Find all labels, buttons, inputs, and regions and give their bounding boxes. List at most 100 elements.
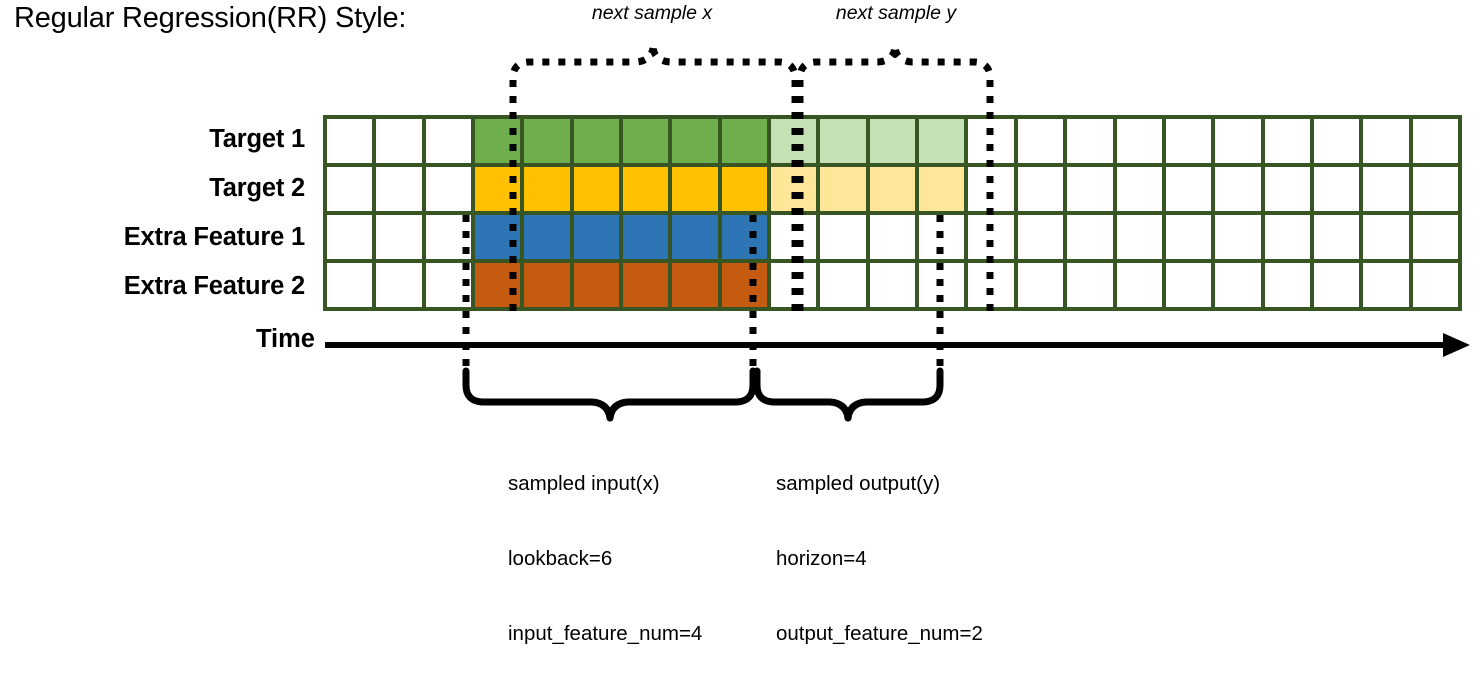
grid-cell-empty[interactable] (1412, 119, 1458, 163)
grid-cell-empty[interactable] (1313, 167, 1360, 211)
grid-cell-empty[interactable] (1116, 167, 1162, 211)
grid-cell-output[interactable] (771, 167, 817, 211)
grid-cell-empty[interactable] (327, 215, 373, 259)
grid-cell-empty[interactable] (869, 215, 916, 259)
grid-cell-empty[interactable] (1215, 263, 1261, 307)
grid-cell-input[interactable] (623, 119, 669, 163)
grid-cell-empty[interactable] (869, 263, 916, 307)
grid-cell-empty[interactable] (1116, 119, 1162, 163)
grid-cell-empty[interactable] (1067, 167, 1113, 211)
row-label-target-1: Target 1 (209, 125, 305, 153)
grid-cell-input[interactable] (672, 167, 718, 211)
grid-cell-input[interactable] (524, 167, 570, 211)
grid-cell-output[interactable] (869, 119, 916, 163)
grid-cell-input[interactable] (721, 167, 768, 211)
grid-cell-input[interactable] (524, 263, 570, 307)
grid-cell-empty[interactable] (1363, 167, 1409, 211)
grid-cell-input[interactable] (524, 119, 570, 163)
grid-cell-empty[interactable] (771, 215, 817, 259)
grid-cell-input[interactable] (672, 215, 718, 259)
grid-cell-empty[interactable] (425, 215, 472, 259)
grid-cell-empty[interactable] (425, 167, 472, 211)
grid-cell-empty[interactable] (1165, 215, 1212, 259)
grid-cell-empty[interactable] (1165, 119, 1212, 163)
grid-cell-input[interactable] (623, 215, 669, 259)
row-label-target-2: Target 2 (209, 174, 305, 202)
grid-cell-input[interactable] (672, 119, 718, 163)
grid-cell-empty[interactable] (1412, 167, 1458, 211)
grid-row (327, 119, 1458, 163)
diagram-canvas: Regular Regression(RR) Style: next sampl… (14, 2, 1470, 645)
grid-cell-empty[interactable] (425, 263, 472, 307)
grid-row (327, 167, 1458, 211)
grid-cell-input[interactable] (672, 263, 718, 307)
page-title: Regular Regression(RR) Style: (14, 2, 407, 34)
grid-cell-output[interactable] (820, 119, 866, 163)
grid-cell-empty[interactable] (1412, 263, 1458, 307)
grid-cell-empty[interactable] (376, 119, 422, 163)
grid-cell-input[interactable] (623, 167, 669, 211)
grid-cell-input[interactable] (475, 167, 521, 211)
grid-cell-input[interactable] (475, 119, 521, 163)
grid-cell-empty[interactable] (1313, 119, 1360, 163)
grid-cell-empty[interactable] (820, 215, 866, 259)
grid-cell-empty[interactable] (1067, 119, 1113, 163)
grid-cell-empty[interactable] (425, 119, 472, 163)
grid-cell-input[interactable] (524, 215, 570, 259)
grid-cell-empty[interactable] (1313, 263, 1360, 307)
grid-cell-input[interactable] (721, 263, 768, 307)
grid-cell-empty[interactable] (1264, 119, 1310, 163)
grid-row (327, 215, 1458, 259)
grid-cell-empty[interactable] (1017, 167, 1064, 211)
grid-cell-empty[interactable] (1264, 215, 1310, 259)
grid-cell-input[interactable] (573, 263, 620, 307)
grid-cell-output[interactable] (869, 167, 916, 211)
grid-cell-output[interactable] (919, 119, 965, 163)
grid-cell-empty[interactable] (1017, 215, 1064, 259)
grid-cell-input[interactable] (573, 167, 620, 211)
grid-cell-input[interactable] (573, 119, 620, 163)
grid-cell-empty[interactable] (771, 263, 817, 307)
grid-cell-input[interactable] (573, 215, 620, 259)
caption-sampled-output: sampled output(y) horizon=4 output_featu… (776, 421, 983, 696)
grid-cell-empty[interactable] (820, 263, 866, 307)
grid-cell-empty[interactable] (327, 119, 373, 163)
grid-cell-empty[interactable] (968, 215, 1014, 259)
grid-cell-empty[interactable] (919, 215, 965, 259)
grid-cell-empty[interactable] (968, 167, 1014, 211)
grid-cell-empty[interactable] (1017, 119, 1064, 163)
grid-cell-empty[interactable] (376, 263, 422, 307)
grid-cell-output[interactable] (820, 167, 866, 211)
grid-cell-empty[interactable] (968, 119, 1014, 163)
grid-cell-empty[interactable] (1067, 263, 1113, 307)
grid-cell-output[interactable] (919, 167, 965, 211)
grid-cell-empty[interactable] (1363, 215, 1409, 259)
grid-cell-empty[interactable] (1017, 263, 1064, 307)
grid-cell-empty[interactable] (1215, 167, 1261, 211)
grid-cell-empty[interactable] (1264, 263, 1310, 307)
grid-cell-empty[interactable] (376, 215, 422, 259)
grid-cell-input[interactable] (475, 263, 521, 307)
grid-cell-empty[interactable] (1363, 263, 1409, 307)
grid-cell-empty[interactable] (1215, 119, 1261, 163)
grid-cell-empty[interactable] (1313, 215, 1360, 259)
grid-cell-empty[interactable] (919, 263, 965, 307)
grid-cell-empty[interactable] (1215, 215, 1261, 259)
grid-cell-empty[interactable] (1412, 215, 1458, 259)
grid-cell-empty[interactable] (1165, 167, 1212, 211)
grid-cell-input[interactable] (623, 263, 669, 307)
grid-cell-input[interactable] (721, 215, 768, 259)
grid-cell-empty[interactable] (968, 263, 1014, 307)
grid-cell-output[interactable] (771, 119, 817, 163)
grid-cell-empty[interactable] (1116, 263, 1162, 307)
grid-cell-input[interactable] (475, 215, 521, 259)
grid-cell-input[interactable] (721, 119, 768, 163)
grid-cell-empty[interactable] (327, 167, 373, 211)
grid-cell-empty[interactable] (1363, 119, 1409, 163)
grid-cell-empty[interactable] (1264, 167, 1310, 211)
grid-cell-empty[interactable] (1165, 263, 1212, 307)
grid-cell-empty[interactable] (1116, 215, 1162, 259)
grid-cell-empty[interactable] (327, 263, 373, 307)
grid-cell-empty[interactable] (1067, 215, 1113, 259)
grid-cell-empty[interactable] (376, 167, 422, 211)
